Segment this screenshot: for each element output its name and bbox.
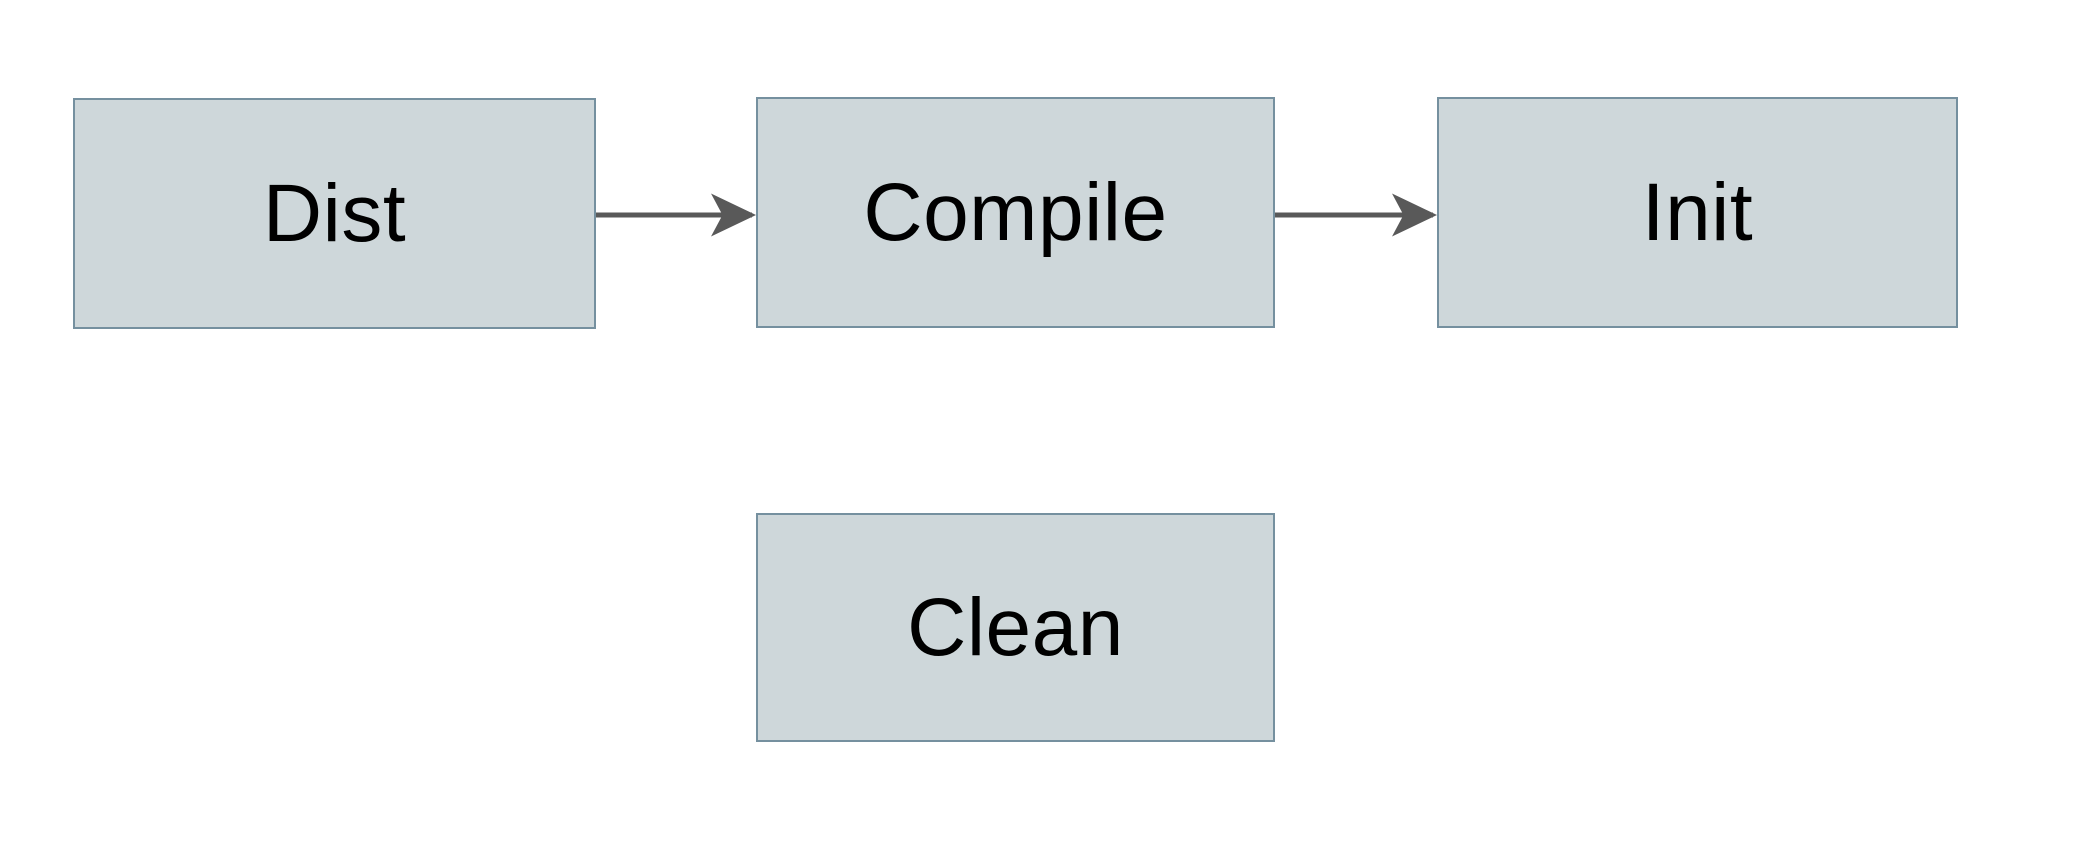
node-compile[interactable]: Compile	[756, 97, 1275, 328]
node-label-compile: Compile	[863, 166, 1168, 258]
node-clean[interactable]: Clean	[756, 513, 1275, 742]
node-label-clean: Clean	[907, 581, 1124, 673]
node-dist[interactable]: Dist	[73, 98, 596, 329]
node-init[interactable]: Init	[1437, 97, 1958, 328]
node-label-init: Init	[1641, 166, 1754, 258]
node-label-dist: Dist	[262, 167, 407, 259]
